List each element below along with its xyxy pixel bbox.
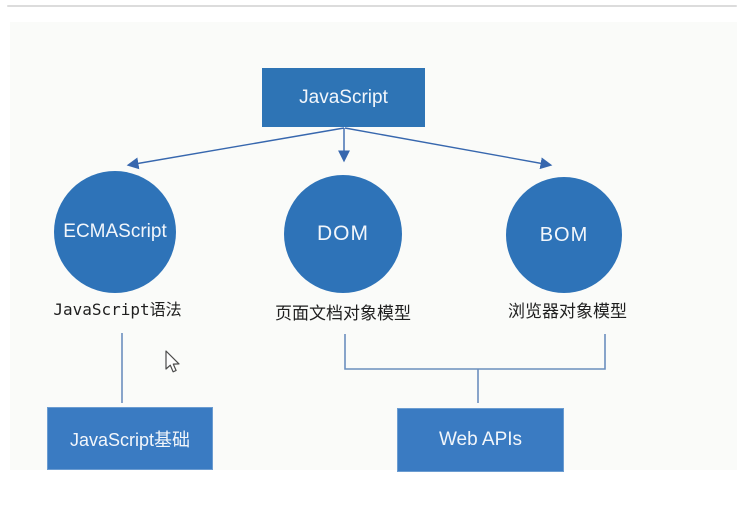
node-dom: DOM [284, 175, 402, 293]
node-bom-label: BOM [539, 223, 589, 246]
label-dom-description: 页面文档对象模型 [275, 304, 411, 323]
node-web-apis-label: Web APIs [438, 429, 523, 450]
node-javascript-basics: JavaScript基础 [47, 407, 213, 470]
node-ecmascript: ECMAScript [54, 171, 176, 293]
label-bom-description: 浏览器对象模型 [508, 302, 627, 321]
node-bom: BOM [506, 177, 622, 293]
node-javascript-label: JavaScript [299, 86, 388, 108]
node-web-apis: Web APIs [397, 408, 564, 472]
top-divider [7, 5, 737, 7]
label-ecmascript-description: JavaScript语法 [53, 300, 182, 319]
node-javascript-basics-label: JavaScript基础 [69, 429, 191, 450]
node-dom-label: DOM [317, 222, 369, 245]
node-ecmascript-label: ECMAScript [63, 221, 167, 242]
node-javascript: JavaScript [262, 68, 425, 127]
mouse-cursor-icon [165, 350, 180, 373]
